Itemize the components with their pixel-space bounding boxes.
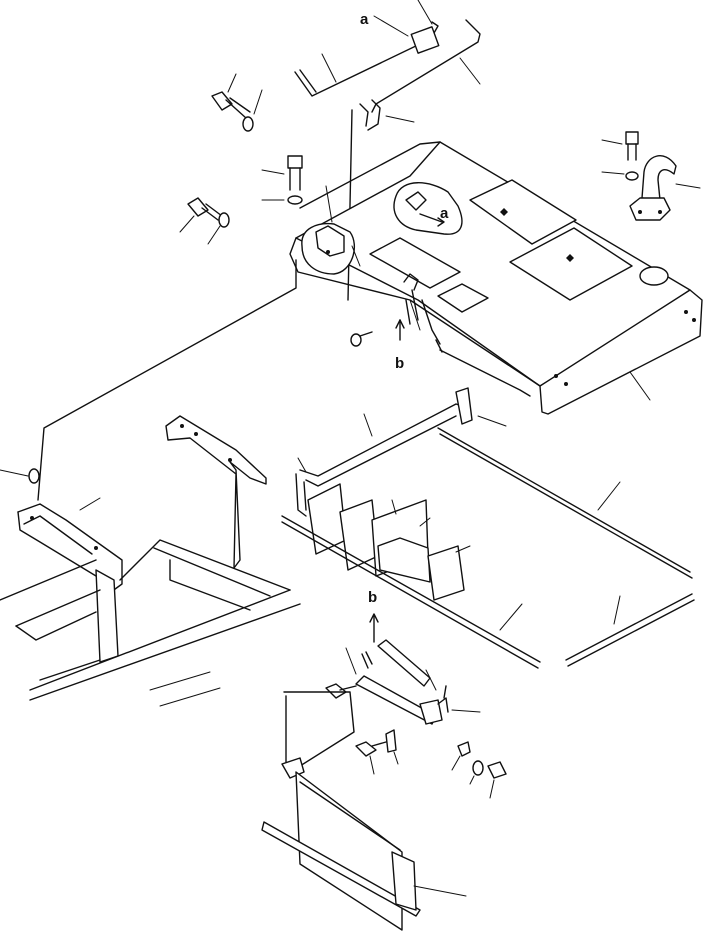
- top-leaders: [321, 0, 481, 123]
- callout-b-lower: b: [368, 589, 377, 606]
- right-rods: [437, 427, 695, 667]
- detail-bubble-a: [393, 182, 463, 235]
- callout-a-cover: a: [440, 205, 449, 222]
- hood-panels: [281, 483, 541, 669]
- hood-rail-assembly: [295, 387, 507, 517]
- exhaust-pipe: [629, 155, 701, 221]
- bolt-lower-left: [179, 197, 230, 245]
- callout-a-top: a: [360, 11, 369, 28]
- callout-b-cover: b: [395, 355, 404, 372]
- detail-bubble-left: [301, 185, 361, 275]
- center-bracket: [165, 415, 267, 569]
- cover-latch: [350, 273, 441, 347]
- lower-linkage: [325, 613, 507, 799]
- engine-cover: [289, 141, 703, 415]
- bolt-mid-left: [261, 155, 303, 205]
- left-frame: [0, 259, 301, 707]
- side-door-panel: [261, 691, 467, 931]
- bolt-right: [601, 131, 639, 181]
- bolt-top-left: [211, 73, 263, 132]
- top-rod-linkage: [294, 19, 481, 301]
